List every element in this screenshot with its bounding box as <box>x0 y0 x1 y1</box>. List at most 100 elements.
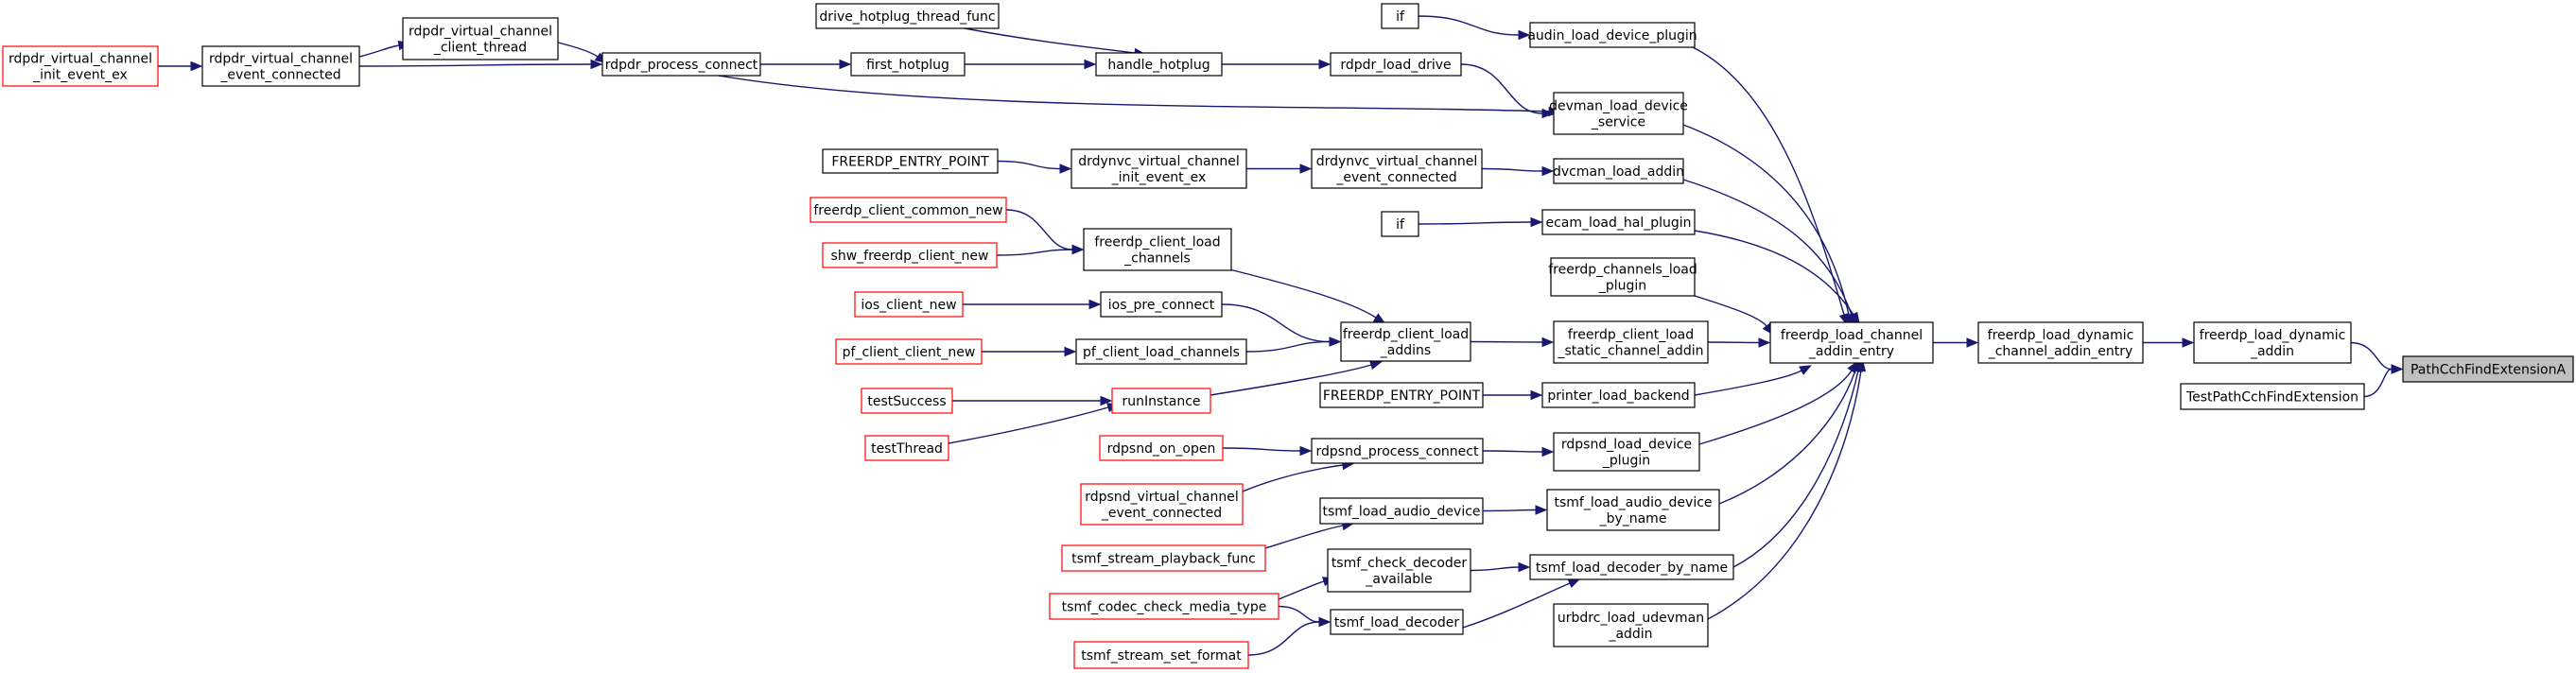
edge-pf-load-to-fcl-addins <box>1245 336 1342 353</box>
node-rdpsnd-proc[interactable]: rdpsnd_process_connect <box>1311 438 1484 464</box>
node-label: printer_load_backend <box>1547 388 1689 404</box>
node-shw[interactable]: shw_freerdp_client_new <box>822 242 998 268</box>
node-fcl-addins[interactable]: freerdp_client_load_addins <box>1340 321 1471 362</box>
node-dyn-addin[interactable]: freerdp_load_dynamic_addin <box>2193 321 2352 364</box>
node-rdpdr-init[interactable]: rdpdr_virtual_channel_init_event_ex <box>2 45 159 87</box>
edge-line <box>1732 370 1859 568</box>
node-box <box>1546 489 1720 531</box>
node-handle-hp[interactable]: handle_hotplug <box>1095 52 1223 77</box>
node-rdpdr-thr[interactable]: rdpdr_virtual_channel_client_thread <box>402 17 559 60</box>
node-fcl-static[interactable]: freerdp_client_load_static_channel_addin <box>1553 320 1709 364</box>
node-box <box>1049 593 1279 620</box>
node-rdpsnd-open[interactable]: rdpsnd_on_open <box>1099 435 1224 461</box>
node-label: ios_client_new <box>861 298 956 313</box>
node-box <box>402 17 559 60</box>
node-label: drive_hotplug_thread_func <box>819 9 995 25</box>
node-drive-hp[interactable]: drive_hotplug_thread_func <box>815 3 1000 29</box>
edge-arrowhead <box>1064 346 1077 357</box>
edge-fep2-to-printer <box>1483 389 1543 401</box>
node-box <box>1340 321 1471 362</box>
edge-arrowhead <box>1299 445 1313 457</box>
node-drdynvc-init[interactable]: drdynvc_virtual_channel_init_event_ex <box>1070 148 1247 189</box>
node-box <box>1381 211 1419 237</box>
node-ios-new[interactable]: ios_client_new <box>854 291 964 318</box>
node-box <box>1553 320 1709 364</box>
node-if1[interactable]: if <box>1381 3 1419 29</box>
node-rdpsnd-load[interactable]: rdpsnd_load_device_plugin <box>1553 432 1700 472</box>
edge-pf-new-to-pf-load <box>982 346 1077 357</box>
node-label: freerdp_channels_load <box>1548 263 1697 278</box>
node-fr-common[interactable]: freerdp_client_common_new <box>809 197 1007 223</box>
edge-arrowhead <box>1530 216 1543 228</box>
node-label: devman_load_device <box>1549 99 1688 114</box>
node-box <box>1075 338 1247 365</box>
node-box <box>1541 209 1696 235</box>
node-dvcman[interactable]: dvcman_load_addin <box>1553 158 1684 184</box>
node-chan-plugin[interactable]: freerdp_channels_load_plugin <box>1548 257 1697 297</box>
node-testSuccess[interactable]: testSuccess <box>861 388 953 414</box>
node-box <box>201 45 360 87</box>
node-label: _available <box>1365 572 1432 587</box>
node-testpath[interactable]: TestPathCchFindExtension <box>2180 383 2365 410</box>
node-devman[interactable]: devman_load_device_service <box>1549 92 1688 135</box>
node-box <box>809 197 1007 223</box>
node-printer[interactable]: printer_load_backend <box>1541 382 1696 408</box>
node-audin[interactable]: audin_load_device_plugin <box>1527 22 1697 48</box>
node-box <box>1311 438 1484 464</box>
node-pf-load[interactable]: pf_client_load_channels <box>1075 338 1247 365</box>
node-label: tsmf_check_decoder <box>1332 556 1468 571</box>
edge-shw-to-fcl-channels <box>996 244 1085 256</box>
node-tsmf-dec-name[interactable]: tsmf_load_decoder_by_name <box>1529 554 1734 580</box>
node-tsmf-codec[interactable]: tsmf_codec_check_media_type <box>1049 593 1279 620</box>
node-label: audin_load_device_plugin <box>1527 28 1697 43</box>
node-ios-pre[interactable]: ios_pre_connect <box>1100 291 1223 318</box>
node-label: freerdp_client_load <box>1094 235 1220 250</box>
node-fcl-channels[interactable]: freerdp_client_load_channels <box>1083 228 1232 271</box>
node-rdpdr-evt[interactable]: rdpdr_virtual_channel_event_connected <box>201 45 360 87</box>
edge-arrowhead <box>2182 337 2195 348</box>
edge-arrowhead <box>1758 337 1771 348</box>
node-box <box>1080 483 1244 526</box>
node-box <box>1529 554 1734 580</box>
node-tsmf-load-dec[interactable]: tsmf_load_decoder <box>1330 609 1464 635</box>
node-label: tsmf_load_audio_device <box>1554 495 1712 510</box>
node-box <box>1311 148 1483 189</box>
node-tsmf-audio-name[interactable]: tsmf_load_audio_device_by_name <box>1546 489 1720 531</box>
edge-line <box>1460 63 1543 114</box>
node-fep1[interactable]: FREERDP_ENTRY_POINT <box>822 148 999 174</box>
edge-rdpdr-evt-to-rdpdr-thr <box>358 40 411 58</box>
node-first-hp[interactable]: first_hotplug <box>850 52 966 77</box>
node-label: drdynvc_virtual_channel <box>1078 154 1240 169</box>
node-label: runInstance <box>1122 394 1200 409</box>
node-addin-entry[interactable]: freerdp_load_channel_addin_entry <box>1769 321 1934 364</box>
node-label: _static_channel_addin <box>1558 344 1704 359</box>
node-label: if <box>1396 217 1405 233</box>
edge-arrowhead <box>1059 164 1072 174</box>
node-tsmf-audio[interactable]: tsmf_load_audio_device <box>1319 497 1484 525</box>
node-dyn-entry[interactable]: freerdp_load_dynamic_channel_addin_entry <box>1977 321 2144 364</box>
edge-arrowhead <box>1318 59 1332 70</box>
edge-printer-to-addin-entry <box>1694 365 1812 396</box>
node-runInstance[interactable]: runInstance <box>1111 388 1211 414</box>
node-pf-new[interactable]: pf_client_client_new <box>835 338 983 365</box>
node-tsmf-check[interactable]: tsmf_check_decoder_available <box>1327 548 1471 593</box>
node-fep2[interactable]: FREERDP_ENTRY_POINT <box>1319 382 1484 408</box>
edge-tsmf-codec-to-tsmf-check <box>1278 577 1335 600</box>
node-tsmf-playback[interactable]: tsmf_stream_playback_func <box>1061 544 1266 572</box>
edge-runInstance-to-fcl-addins <box>1210 360 1383 396</box>
node-if2[interactable]: if <box>1381 211 1419 237</box>
node-drdynvc-evt[interactable]: drdynvc_virtual_channel_event_connected <box>1311 148 1483 189</box>
node-rdpdr-load[interactable]: rdpdr_load_drive <box>1330 52 1462 77</box>
node-rdpsnd-vc[interactable]: rdpsnd_virtual_channel_event_connected <box>1080 483 1244 526</box>
node-ecam[interactable]: ecam_load_hal_plugin <box>1541 209 1696 235</box>
node-pathcch[interactable]: PathCchFindExtensionA <box>2402 355 2574 383</box>
node-label: pf_client_client_new <box>843 345 976 360</box>
edge-line <box>1222 447 1301 452</box>
node-urbdrc[interactable]: urbdrc_load_udevman_addin <box>1553 603 1709 647</box>
node-rdpdr-proc[interactable]: rdpdr_process_connect <box>601 52 761 77</box>
node-testThread[interactable]: testThread <box>864 435 949 461</box>
edge-drdynvc-evt-to-dvcman <box>1481 165 1555 177</box>
node-tsmf-set[interactable]: tsmf_stream_set_format <box>1073 641 1249 669</box>
edge-line <box>1264 525 1344 549</box>
edge-dyn-entry-to-dyn-addin <box>2142 337 2195 348</box>
